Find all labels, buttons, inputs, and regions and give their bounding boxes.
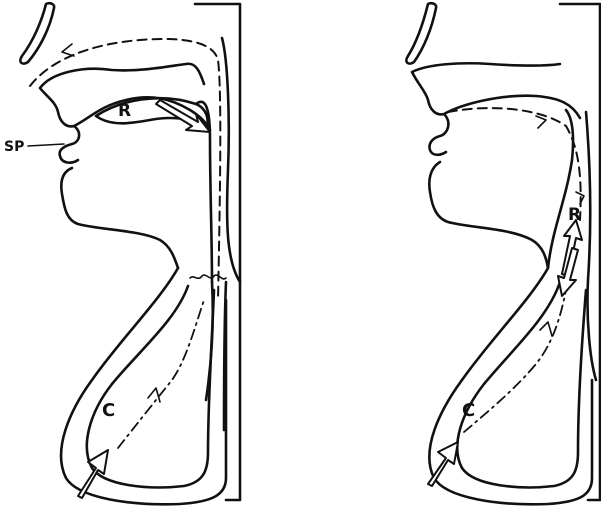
left-airflow-arrowhead-mid xyxy=(148,388,160,402)
right-lung-inner xyxy=(457,282,586,487)
left-face-profile xyxy=(40,64,210,268)
right-lung-outer xyxy=(429,268,592,504)
left-panel: R C SP xyxy=(4,3,240,504)
left-label-cavity: C xyxy=(102,400,115,421)
left-nasal-bone xyxy=(20,3,54,63)
left-airflow-arrowhead-top xyxy=(62,44,74,56)
right-airflow-arrowhead-top xyxy=(536,116,546,128)
left-airflow-upper xyxy=(30,39,220,300)
left-label-resonator: R xyxy=(118,101,131,121)
right-pharynx-back xyxy=(586,112,596,380)
left-soft-palate-pointer xyxy=(28,144,64,146)
left-larynx-line xyxy=(190,275,226,279)
right-label-cavity: C xyxy=(462,400,475,421)
left-hollow-arrow-bottom xyxy=(78,450,108,498)
left-lung-outer xyxy=(61,268,226,504)
right-airflow-upper xyxy=(448,108,581,220)
right-panel: R C xyxy=(406,3,600,504)
right-hollow-arrow-bottom xyxy=(428,442,458,486)
right-airflow-arrowhead-mid xyxy=(540,322,552,336)
left-label-soft-palate: SP xyxy=(4,139,24,155)
left-pharynx-back xyxy=(222,38,240,282)
right-label-resonator: R xyxy=(568,205,581,225)
left-airflow-lower xyxy=(118,300,204,448)
right-nasal-bone xyxy=(406,3,436,63)
